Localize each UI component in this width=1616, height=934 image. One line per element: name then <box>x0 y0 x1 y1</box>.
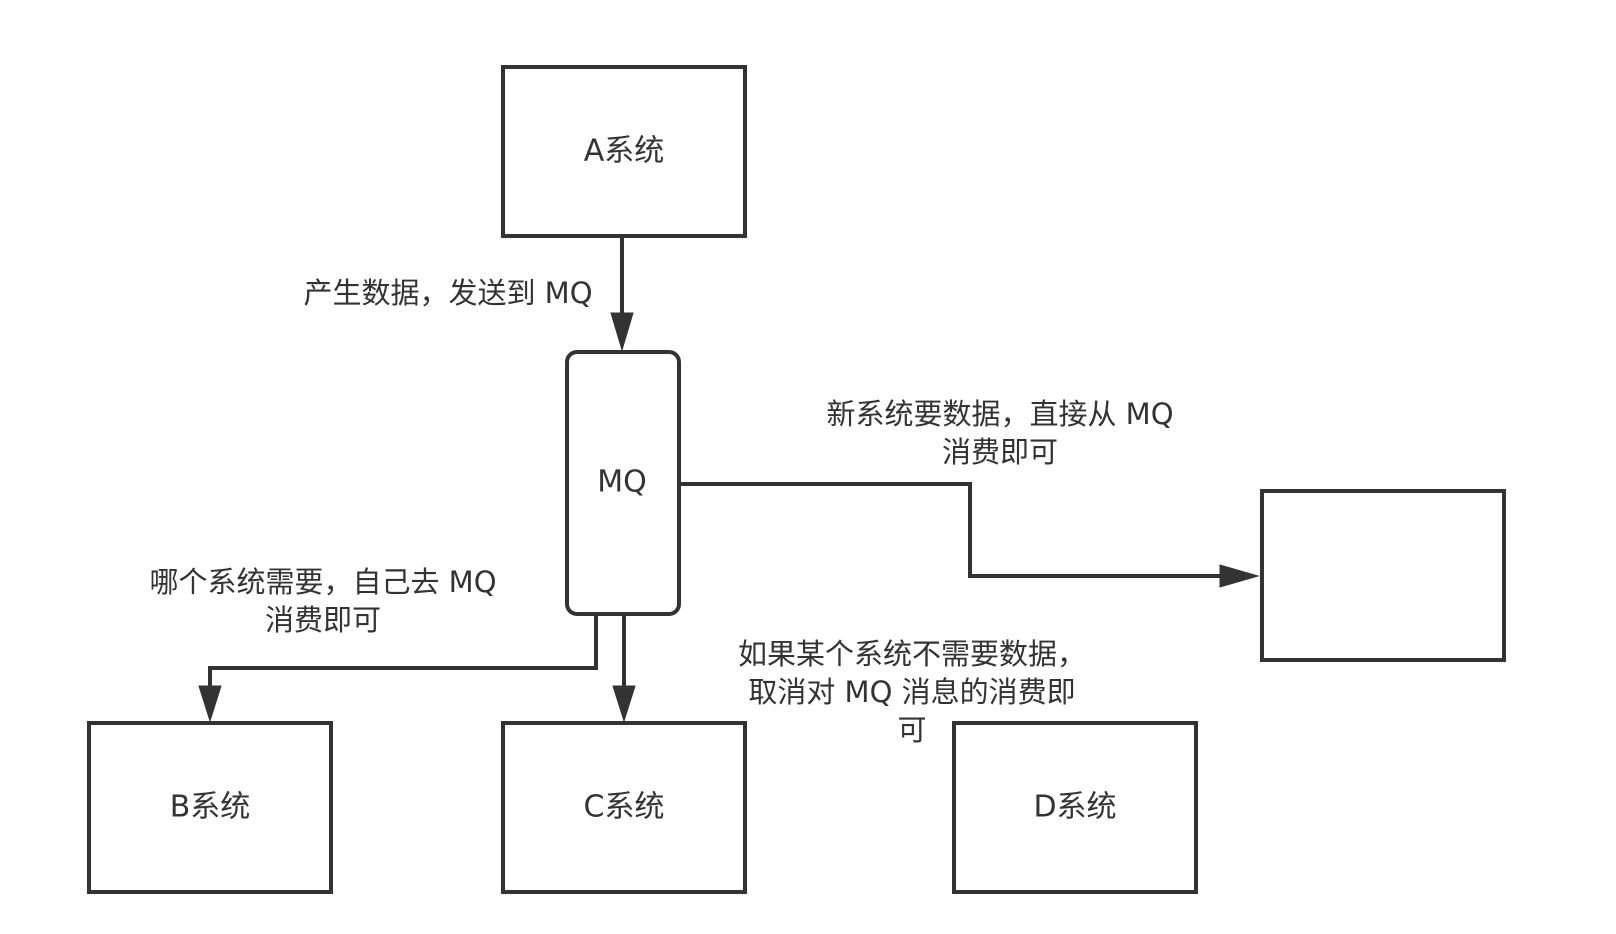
node-new-system-box[interactable] <box>1260 489 1506 662</box>
arrowhead-down-icon <box>612 685 636 723</box>
arrowhead-right-icon <box>1219 564 1260 588</box>
node-c-system-label: C系统 <box>584 790 665 825</box>
edge-label-line: 哪个系统需要，自己去 MQ <box>149 565 496 599</box>
edge-label-line: 消费即可 <box>265 603 381 637</box>
node-mq-label: MQ <box>597 465 647 500</box>
node-b-system-label: B系统 <box>170 790 251 825</box>
edge-mq-to-c <box>612 614 636 723</box>
node-mq-box[interactable] <box>565 350 681 616</box>
edge-a-to-mq <box>610 236 634 352</box>
edge-label-line: 消费即可 <box>942 435 1058 469</box>
edge-mq-to-new-system <box>679 482 1260 588</box>
node-mq[interactable]: MQ <box>565 350 681 616</box>
edge-mq-to-b <box>198 614 598 723</box>
edge-mq-to-new-system-line <box>679 482 1222 578</box>
annotation-line: 如果某个系统不需要数据， <box>738 637 1086 671</box>
node-c-system[interactable]: C系统 <box>501 721 747 894</box>
node-d-system[interactable]: D系统 <box>952 721 1198 894</box>
arrowhead-down-icon <box>610 312 634 352</box>
edge-label-line: 产生数据，发送到 MQ <box>303 276 592 310</box>
edge-mq-to-b-line <box>208 614 598 690</box>
edge-mq-to-new-system-label: 新系统要数据，直接从 MQ 消费即可 <box>826 397 1173 469</box>
edge-label-line: 新系统要数据，直接从 MQ <box>826 397 1173 431</box>
node-d-system-label: D系统 <box>1033 790 1116 825</box>
node-a-system-box[interactable] <box>501 65 747 238</box>
node-a-system-label: A系统 <box>584 134 665 169</box>
node-a-system[interactable]: A系统 <box>501 65 747 238</box>
node-new-system[interactable] <box>1260 489 1506 662</box>
node-d-system-box[interactable] <box>952 721 1198 894</box>
node-b-system-box[interactable] <box>87 721 333 894</box>
edge-a-to-mq-label: 产生数据，发送到 MQ <box>303 276 592 310</box>
annotation-line: 可 <box>897 713 926 747</box>
node-c-system-box[interactable] <box>501 721 747 894</box>
arrowhead-down-icon <box>198 685 222 723</box>
node-b-system[interactable]: B系统 <box>87 721 333 894</box>
annotation-line: 取消对 MQ 消息的消费即 <box>748 675 1075 709</box>
edge-mq-to-b-label: 哪个系统需要，自己去 MQ 消费即可 <box>149 565 496 637</box>
d-system-annotation: 如果某个系统不需要数据， 取消对 MQ 消息的消费即 可 <box>738 637 1086 747</box>
